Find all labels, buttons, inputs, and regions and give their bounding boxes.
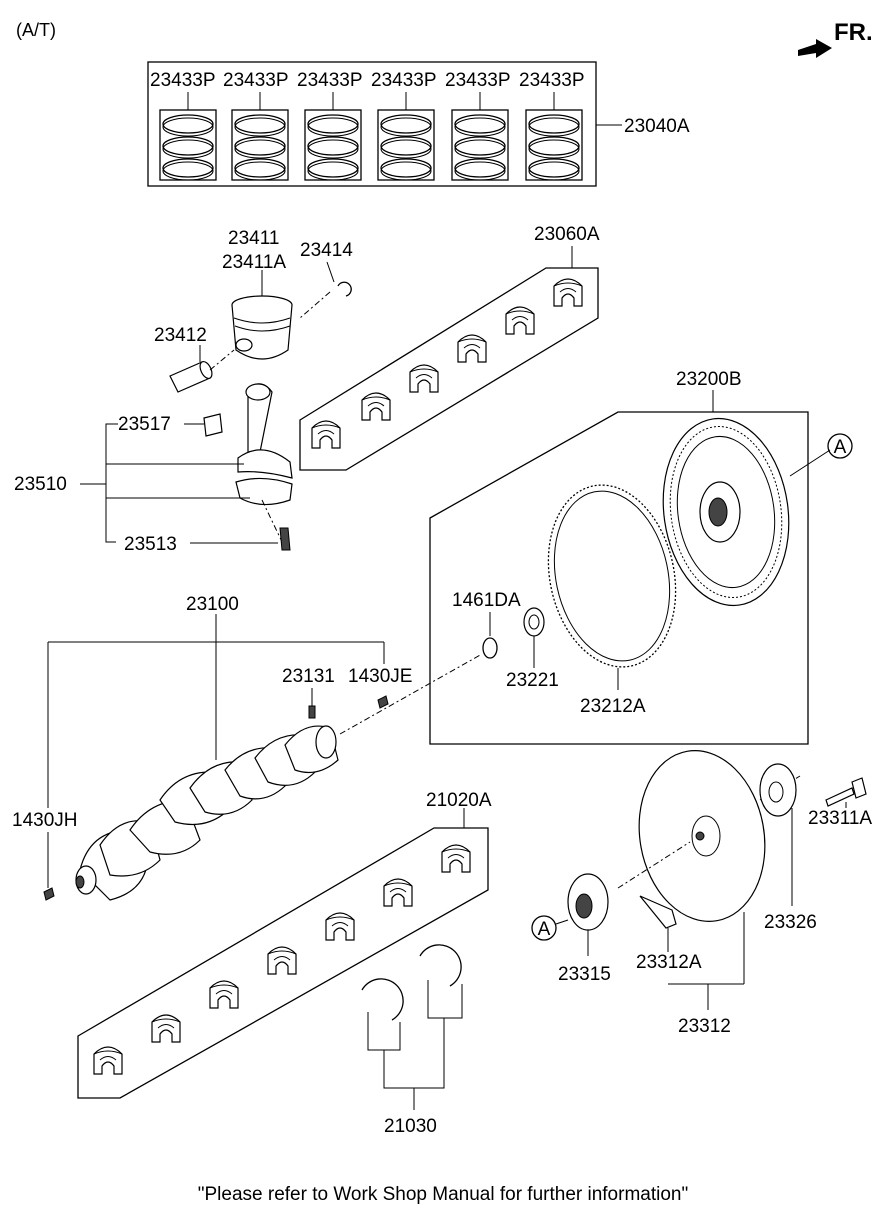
piston (231, 270, 293, 360)
adapter-plate (567, 873, 609, 956)
reinforcement-plate (759, 763, 797, 906)
ref-a-bottom: A (531, 915, 569, 941)
piston-alt-label: 23411A (222, 252, 286, 273)
main-bearing-set (77, 808, 489, 1099)
connecting-rod (203, 383, 293, 551)
flywheel-assembly (429, 390, 831, 745)
piston-label: 23411 (228, 228, 279, 249)
pin-je-label: 1430JE (348, 666, 412, 687)
pin-jh-label: 1430JH (12, 810, 78, 831)
key-label: 23131 (282, 666, 335, 687)
ring-label-6: 23433P (519, 70, 585, 91)
seal-ring-label: 1461DA (452, 590, 521, 611)
bearing-label: 23221 (506, 670, 559, 691)
bolt-label: 23311A (808, 808, 872, 829)
thrust-washer-label: 21030 (384, 1116, 437, 1137)
pin-bushing-label: 23517 (118, 414, 171, 435)
conrod-bolt-label: 23513 (124, 534, 177, 555)
front-arrow-icon (798, 39, 832, 58)
ring-label-2: 23433P (223, 70, 289, 91)
conrod-bearing-set (299, 246, 599, 471)
reinforcement-label: 23326 (764, 912, 817, 933)
flywheel-label: 23200B (676, 369, 742, 390)
reference-note: "Please refer to Work Shop Manual for fu… (198, 1184, 688, 1205)
ring-label-4: 23433P (371, 70, 437, 91)
ring-label-5: 23433P (445, 70, 511, 91)
conrod-assy-label: 23510 (14, 474, 67, 495)
snap-ring (299, 261, 352, 319)
ref-a-bottom-label: A (538, 919, 551, 940)
crankshaft (43, 614, 483, 901)
crankshaft-label: 23100 (186, 594, 239, 615)
ring-label-1: 23433P (150, 70, 216, 91)
ring-label-3: 23433P (297, 70, 363, 91)
drive-plate-part-label: 23312A (636, 952, 702, 973)
conrod-bearing-set-label: 23060A (534, 224, 600, 245)
drive-plate (617, 750, 801, 1010)
bolt (825, 777, 867, 808)
variant-label: (A/T) (16, 20, 56, 40)
piston-ring-set (147, 61, 622, 187)
ring-gear-label: 23212A (580, 696, 646, 717)
ref-a-top-label: A (834, 437, 847, 458)
thrust-washers (361, 944, 463, 1110)
adapter-plate-label: 23315 (558, 964, 611, 985)
piston-pin (169, 345, 235, 393)
main-bearing-set-label: 21020A (426, 790, 492, 811)
drive-plate-assy-label: 23312 (678, 1016, 731, 1037)
snap-ring-label: 23414 (300, 240, 353, 261)
ref-a-top: A (827, 433, 853, 459)
front-marker: FR. (834, 19, 873, 46)
piston-pin-label: 23412 (154, 325, 207, 346)
ring-set-label: 23040A (624, 116, 690, 137)
